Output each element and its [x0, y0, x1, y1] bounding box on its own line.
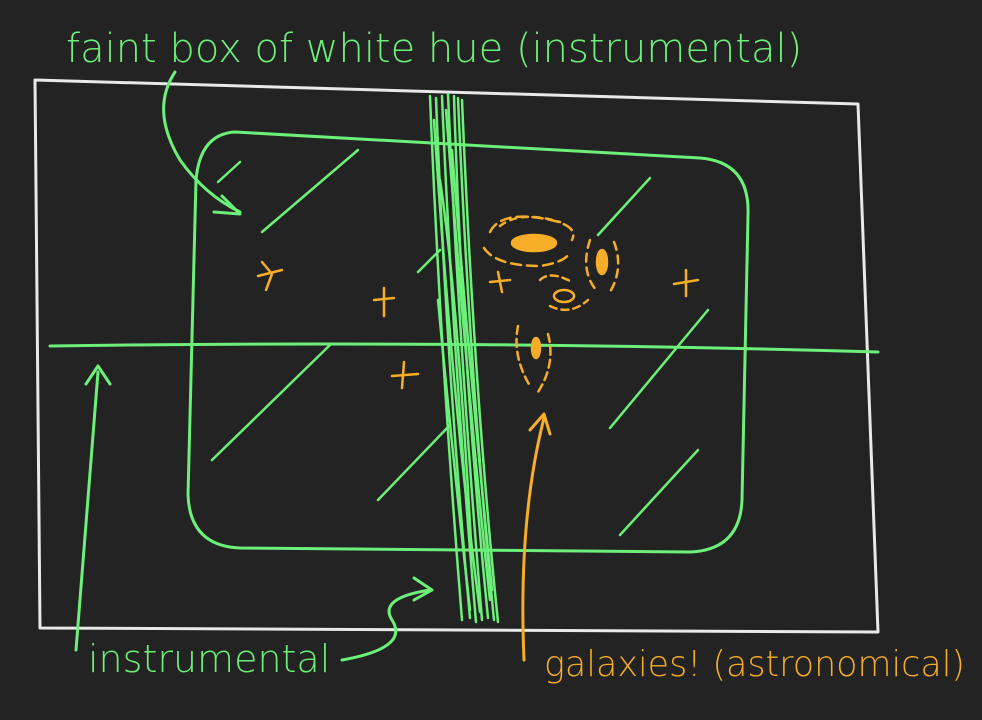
faint-white-box: [186, 130, 750, 554]
arrow-icon: [74, 70, 434, 662]
horizontal-instrumental-line: [48, 342, 880, 354]
spiral-galaxy-icon: [584, 238, 620, 294]
sparkle-star-icon: [256, 260, 284, 292]
spiral-galaxy-icon: [482, 215, 575, 268]
vertical-instrumental-band: [428, 92, 500, 624]
bottom-left-label: instrumental: [88, 637, 330, 681]
sparkle-star-icon: [672, 268, 700, 298]
sparkle-star-icon: [488, 270, 512, 294]
bottom-right-label: galaxies! (astronomical): [544, 644, 965, 685]
sparkle-star-icon: [390, 360, 420, 390]
spiral-galaxy-icon: [538, 274, 590, 312]
galaxy-arrow: [521, 412, 552, 662]
top-label-arrow: [162, 70, 242, 214]
instrumental-band-arrow: [340, 588, 432, 662]
spiral-galaxy-icon: [515, 324, 552, 394]
image-frame: [33, 78, 880, 634]
sparkle-star-icon: [372, 286, 396, 318]
top-label: faint box of white hue (instrumental): [66, 26, 802, 72]
box-hatching: [210, 148, 710, 537]
instrumental-left-arrow: [74, 370, 100, 652]
